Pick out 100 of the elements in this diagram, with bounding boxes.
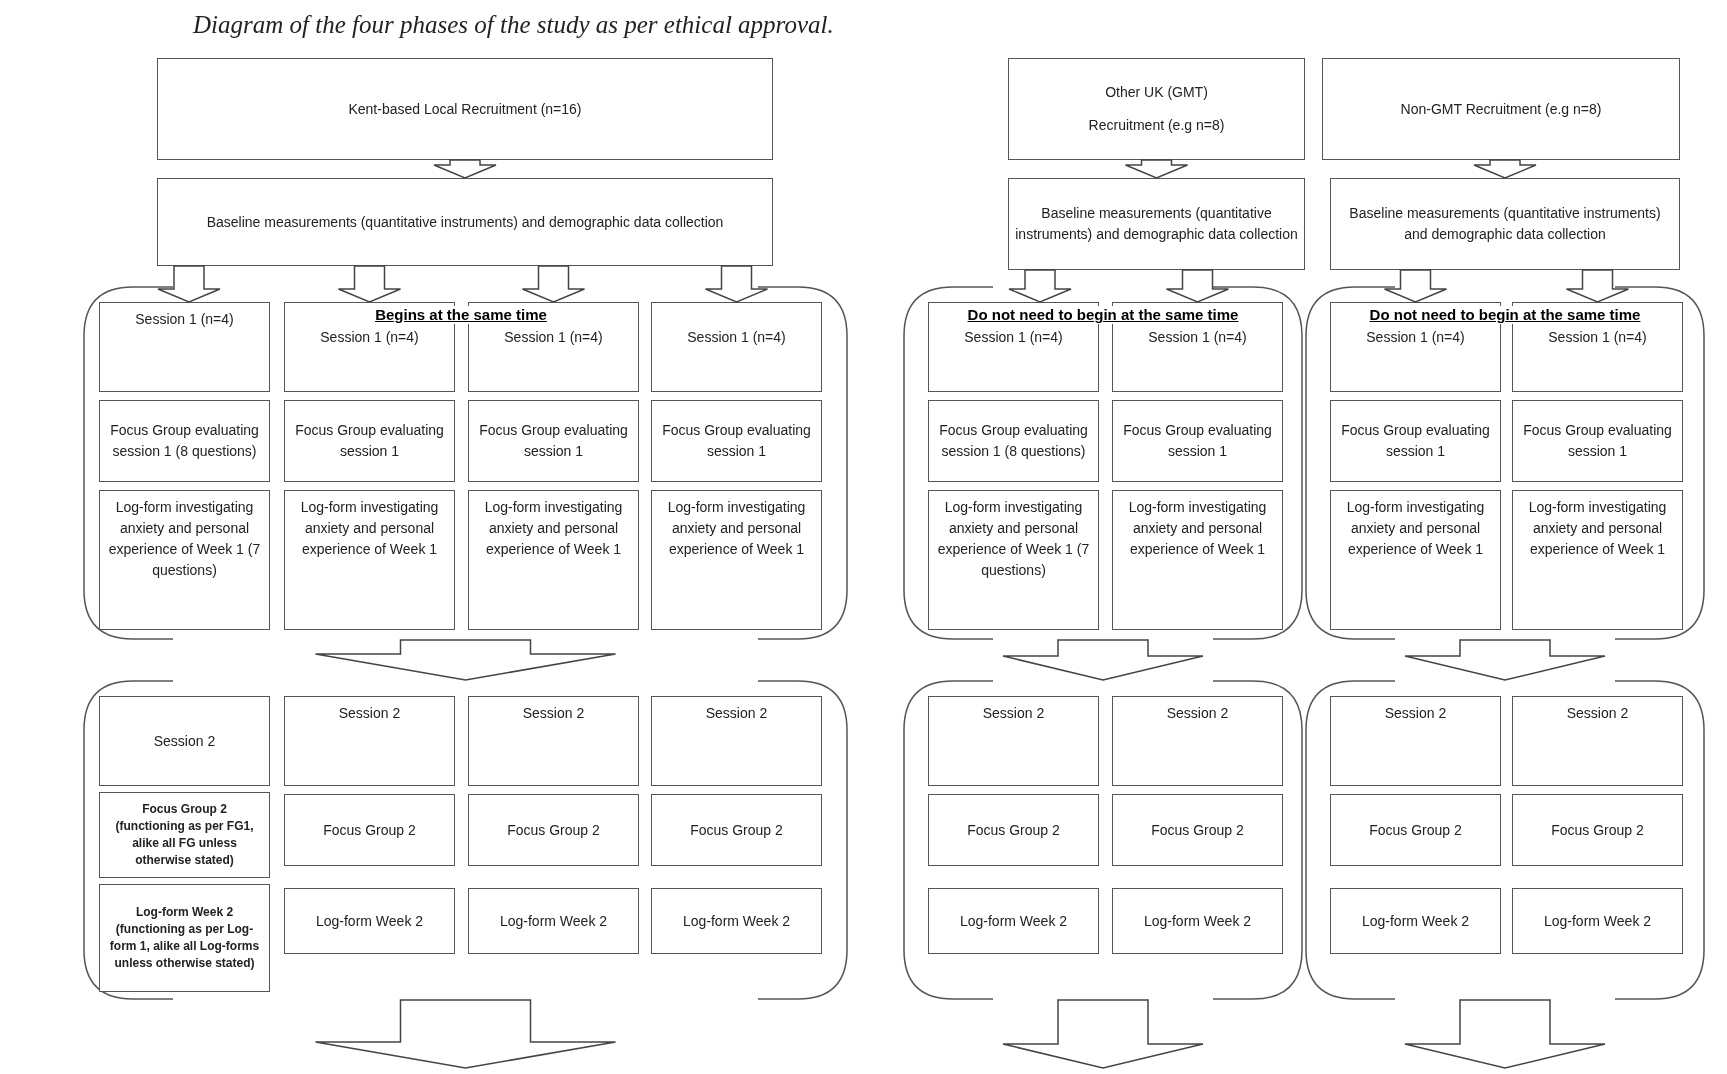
box-label: Session 1 (n=4) — [687, 328, 786, 347]
process-box — [651, 490, 822, 630]
block-arrow — [337, 265, 402, 303]
box-label: Session 1 (n=4) — [1366, 328, 1465, 347]
process-box — [1330, 696, 1501, 786]
block-arrow — [704, 265, 769, 303]
process-box — [928, 490, 1099, 630]
process-box — [1008, 178, 1305, 270]
process-box — [157, 178, 773, 266]
block-arrow — [157, 265, 221, 303]
block-arrow — [1473, 159, 1537, 179]
process-box — [468, 302, 639, 392]
phase-bracket — [1305, 680, 1705, 1000]
process-box — [1512, 794, 1683, 866]
block-arrow — [1404, 639, 1606, 681]
box-label: Session 2 — [705, 704, 768, 723]
box-label: Focus Group evaluating session 1 — [478, 421, 629, 461]
box-label: Session 1 (n=4) — [964, 328, 1063, 347]
block-arrow — [314, 639, 617, 681]
process-box — [1512, 400, 1683, 482]
diagram-title: Diagram of the four phases of the study as per ethical approval. — [193, 10, 834, 40]
phase-bracket — [903, 286, 1303, 640]
process-box — [99, 490, 270, 630]
box-label: Other UK (GMT) — [1105, 83, 1208, 102]
block-arrow — [433, 159, 497, 179]
process-box — [1112, 400, 1283, 482]
block-arrow — [1165, 269, 1230, 303]
process-box — [651, 302, 822, 392]
box-label: Focus Group evaluating session 1 — [661, 421, 812, 461]
process-box — [928, 794, 1099, 866]
box-label: Session 2 — [1166, 704, 1229, 723]
process-box — [928, 888, 1099, 954]
process-box — [99, 302, 270, 392]
process-box — [284, 696, 455, 786]
process-box — [651, 400, 822, 482]
process-box — [651, 696, 822, 786]
process-box — [284, 888, 455, 954]
process-box — [1330, 888, 1501, 954]
process-box — [1512, 888, 1683, 954]
box-label: Log-form Week 2 (functioning as per Log-form 1, alike all Log-forms unless otherwise stated) — [108, 904, 261, 972]
process-box — [1330, 794, 1501, 866]
box-label: Focus Group 2 — [690, 820, 783, 840]
box-label: Log-form investigating anxiety and personal experience of Week 1 (7 questions) — [107, 498, 262, 580]
box-label: Recruitment (e.g n=8) — [1088, 116, 1225, 135]
process-box — [1112, 490, 1283, 630]
box-label: Focus Group evaluating session 1 (8 questions) — [109, 421, 260, 461]
box-label: Log-form investigating anxiety and personal experience of Week 1 — [1345, 498, 1486, 559]
block-arrow — [1002, 639, 1204, 681]
box-label: Log-form Week 2 — [682, 911, 791, 931]
box-label: Session 1 (n=4) — [135, 310, 234, 329]
process-box — [1512, 696, 1683, 786]
box-label: Focus Group 2 — [1551, 820, 1644, 840]
box-label: Focus Group evaluating session 1 — [1340, 421, 1491, 461]
process-box — [1330, 178, 1680, 270]
process-box — [651, 794, 822, 866]
box-label: Focus Group evaluating session 1 — [1522, 421, 1673, 461]
box-label: Log-form investigating anxiety and personal experience of Week 1 — [666, 498, 807, 559]
process-box — [99, 400, 270, 482]
phase-bracket — [83, 680, 848, 1000]
box-label: Session 2 — [1566, 704, 1629, 723]
phase-bracket — [1305, 286, 1705, 640]
block-arrow — [1404, 999, 1606, 1069]
block-arrow — [1383, 269, 1448, 303]
process-box — [468, 696, 639, 786]
process-box — [284, 490, 455, 630]
block-arrow — [1124, 159, 1189, 179]
box-label: Baseline measurements (quantitative instruments) and demographic data collection — [1348, 204, 1662, 244]
block-arrow — [1008, 269, 1072, 303]
box-label: Session 2 — [1384, 704, 1447, 723]
box-label: Log-form Week 2 — [499, 911, 608, 931]
process-box — [99, 696, 270, 786]
process-box — [1008, 58, 1305, 160]
box-label: Focus Group evaluating session 1 (8 questions) — [938, 421, 1089, 461]
process-box — [284, 794, 455, 866]
box-label: Log-form Week 2 — [1543, 911, 1652, 931]
box-label: Non-GMT Recruitment (e.g n=8) — [1400, 99, 1602, 119]
box-label: Focus Group 2 (functioning as per FG1, alike all FG unless otherwise stated) — [114, 801, 255, 869]
box-label: Log-form investigating anxiety and personal experience of Week 1 — [1527, 498, 1668, 559]
block-arrow — [1565, 269, 1630, 303]
box-label: Log-form investigating anxiety and personal experience of Week 1 — [1127, 498, 1268, 559]
process-box — [284, 400, 455, 482]
process-box — [99, 792, 270, 878]
box-label: Session 2 — [153, 731, 216, 751]
box-label: Baseline measurements (quantitative instruments) and demographic data collection — [1015, 204, 1298, 244]
block-arrow — [314, 999, 617, 1069]
process-box — [928, 400, 1099, 482]
box-label: Focus Group 2 — [323, 820, 416, 840]
box-label: Session 2 — [522, 704, 585, 723]
block-arrow — [521, 265, 586, 303]
box-label: Log-form Week 2 — [1361, 911, 1470, 931]
box-label: Log-form investigating anxiety and personal experience of Week 1 (7 questions) — [936, 498, 1091, 580]
process-box — [99, 884, 270, 992]
process-box — [1112, 888, 1283, 954]
process-box — [1322, 58, 1680, 160]
box-label: Baseline measurements (quantitative instruments) and demographic data collection — [206, 212, 724, 232]
box-label: Session 1 (n=4) — [1148, 328, 1247, 347]
box-label: Focus Group 2 — [967, 820, 1060, 840]
box-label: Session 1 (n=4) — [504, 328, 603, 347]
box-label: Log-form investigating anxiety and personal experience of Week 1 — [299, 498, 440, 559]
box-label: Kent-based Local Recruitment (n=16) — [348, 99, 582, 119]
